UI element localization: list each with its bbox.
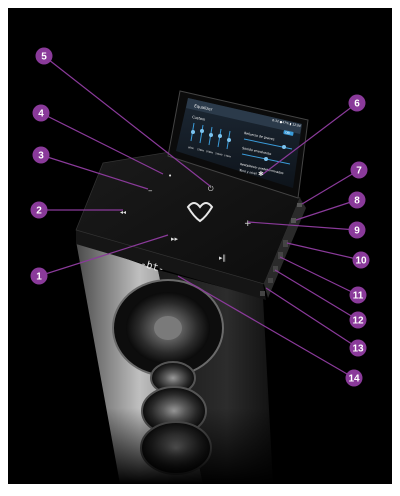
callout-number: 12 (352, 316, 364, 327)
callout-number: 7 (356, 166, 362, 177)
eq-knob-4[interactable] (218, 134, 222, 138)
callout-6: 6 (348, 94, 366, 112)
leader-5 (43, 55, 211, 187)
bluetooth-button-icon[interactable]: ✱ (258, 170, 264, 178)
phone-preset-label: Custom (192, 115, 207, 122)
phone-status-bar: 8:32 ●47% ▮ 12:04 (272, 118, 301, 128)
leader-4 (40, 112, 164, 175)
power-button-icon[interactable]: ⏻ (208, 185, 214, 193)
eq-knob-5[interactable] (227, 138, 231, 142)
bass-boost-label: Refuerzo de graves (244, 131, 275, 141)
phone-toggle[interactable] (283, 130, 294, 136)
leader-10 (286, 242, 362, 261)
callout-number: 14 (348, 374, 360, 385)
plus-button-icon[interactable]: + (244, 219, 252, 229)
leader-9 (247, 221, 358, 231)
callout-12: 12 (349, 311, 367, 329)
port-13[interactable] (260, 291, 265, 296)
callout-number: 4 (38, 109, 44, 120)
callout-badges: 1 2 3 4 5 6 7 8 9 10 11 12 13 14 (30, 47, 370, 387)
callout-1: 1 (30, 267, 48, 285)
surround-label: Sonido envolvente (242, 146, 272, 156)
next-button-icon[interactable]: ▸▸ (171, 235, 179, 243)
leader-14 (177, 275, 355, 379)
bass-boost-knob[interactable] (282, 145, 286, 149)
equalizer-sliders[interactable] (190, 122, 231, 150)
callout-number: 13 (352, 344, 364, 355)
eq-band-1: 60Hz (188, 146, 195, 150)
phone-toggle-label: ON (285, 130, 290, 135)
callout-number: 2 (36, 206, 42, 217)
port-11[interactable] (273, 266, 278, 272)
callout-9: 9 (348, 221, 366, 239)
callout-13: 13 (349, 339, 367, 357)
eq-band-3: 910Hz (206, 150, 214, 155)
leader-3 (40, 154, 149, 190)
leader-7 (301, 169, 360, 205)
leader-11 (279, 256, 359, 296)
woofer-cap (154, 316, 182, 340)
port-8[interactable] (291, 218, 296, 223)
phone-app-title: Equalizer (194, 103, 213, 112)
callout-10: 10 (352, 251, 370, 269)
eq-knob-1[interactable] (191, 130, 195, 134)
eq-knob-2[interactable] (200, 129, 204, 133)
callout-5: 5 (35, 47, 53, 65)
callout-8: 8 (348, 191, 366, 209)
speaker-illustration: Equalizer 8:32 ●47% ▮ 12:04 Custom ON 60… (8, 47, 392, 484)
eq-knob-3[interactable] (209, 133, 213, 137)
callout-number: 1 (36, 272, 42, 283)
leader-8 (295, 199, 358, 221)
leader-12 (274, 269, 359, 321)
callout-7: 7 (350, 161, 368, 179)
panel-buttons: • – ⏻ ✱ ◂◂ + ▸▸ ▸‖ (120, 170, 264, 262)
callout-2: 2 (30, 201, 48, 219)
usb-button-icon[interactable]: • (168, 172, 172, 180)
callout-number: 3 (38, 151, 44, 162)
eq-band-2: 230Hz (197, 148, 205, 153)
callout-number: 5 (41, 52, 47, 63)
side-ports (260, 203, 302, 296)
leader-6 (262, 102, 358, 175)
phone-app-bar (186, 98, 302, 134)
eq-slider-2[interactable] (199, 124, 204, 144)
leader-1 (38, 234, 169, 277)
eq-band-4: 3.6kHz (215, 152, 224, 157)
callout-14: 14 (345, 369, 363, 387)
callout-4: 4 (32, 104, 50, 122)
tone-label: Tono y nivel (238, 168, 257, 176)
product-scene: Equalizer 8:32 ●47% ▮ 12:04 Custom ON 60… (8, 8, 392, 484)
minus-button-icon[interactable]: – (148, 186, 153, 196)
smartphone: Equalizer 8:32 ●47% ▮ 12:04 Custom ON 60… (167, 90, 309, 199)
callout-lines (38, 55, 362, 379)
port-7[interactable] (297, 203, 302, 207)
callout-number: 9 (354, 226, 360, 237)
callout-number: 10 (355, 256, 367, 267)
port-9[interactable] (283, 240, 288, 247)
bottom-fade (8, 408, 392, 484)
eq-slider-4[interactable] (217, 128, 222, 148)
callout-number: 8 (354, 196, 360, 207)
callout-3: 3 (32, 146, 50, 164)
surround-knob[interactable] (264, 157, 268, 161)
callout-number: 6 (354, 99, 360, 110)
port-12[interactable] (268, 278, 273, 283)
heart-logo-icon (186, 202, 214, 223)
port-10[interactable] (278, 252, 283, 259)
callout-number: 11 (353, 291, 364, 302)
callout-11: 11 (349, 286, 367, 304)
prev-button-icon[interactable]: ◂◂ (120, 209, 126, 216)
speaker-top-bevel (76, 230, 266, 300)
eq-band-5: 14kHz (224, 154, 232, 159)
play-pause-button-icon[interactable]: ▸‖ (219, 254, 226, 262)
leader-13 (265, 287, 359, 349)
